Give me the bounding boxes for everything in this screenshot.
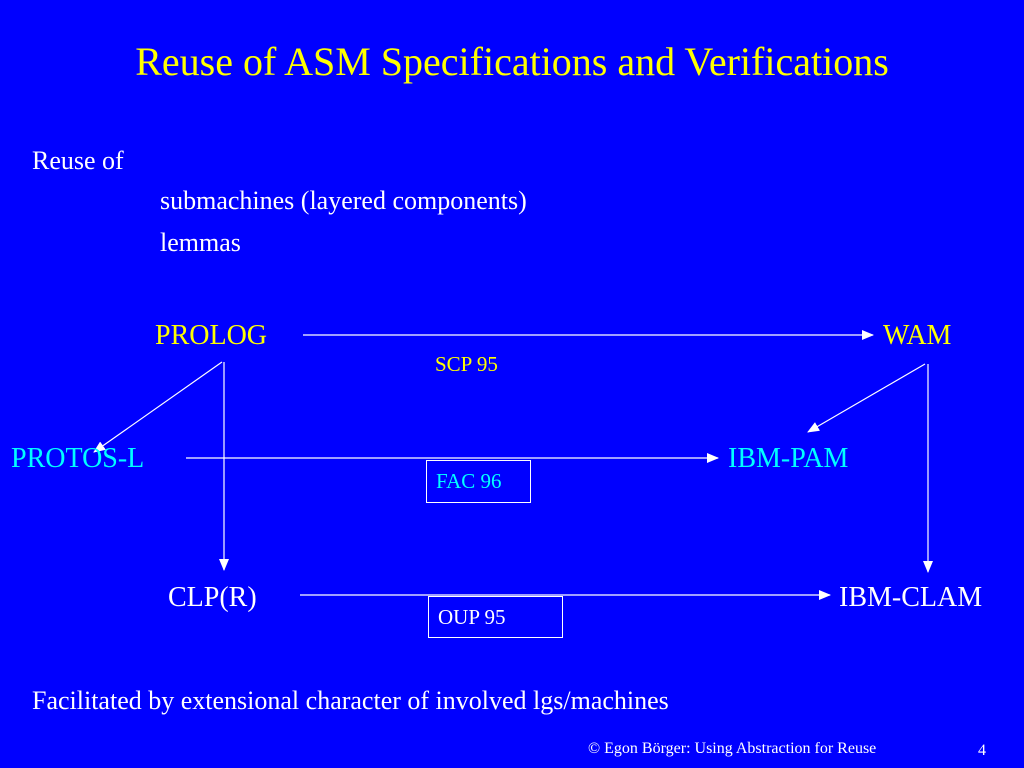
page-title: Reuse of ASM Specifications and Verifica… (135, 39, 889, 84)
reuse-item-lemmas: lemmas (160, 228, 241, 257)
node-wam: WAM (883, 320, 952, 351)
footer-credit: © Egon Börger: Using Abstraction for Reu… (588, 740, 877, 757)
node-ibm-pam: IBM-PAM (728, 443, 849, 474)
ref-fac-96: FAC 96 (436, 469, 502, 493)
node-ibm-clam: IBM-CLAM (839, 582, 983, 613)
node-protos-l: PROTOS-L (11, 443, 145, 474)
reuse-item-submachines: submachines (layered components) (160, 186, 527, 215)
node-prolog: PROLOG (155, 320, 268, 351)
ref-oup-95: OUP 95 (438, 605, 506, 629)
arrow-prolog-to-protos (93, 361, 223, 453)
node-clp-r: CLP(R) (168, 582, 257, 613)
ref-oup-box (428, 596, 563, 638)
conclusion-text: Facilitated by extensional character of … (32, 686, 669, 715)
ref-fac-box (426, 460, 531, 503)
ref-scp-95: SCP 95 (435, 352, 498, 376)
page-number: 4 (978, 742, 986, 759)
arrow-wam-to-ibmpam (807, 363, 926, 433)
reuse-heading: Reuse of (32, 146, 124, 175)
